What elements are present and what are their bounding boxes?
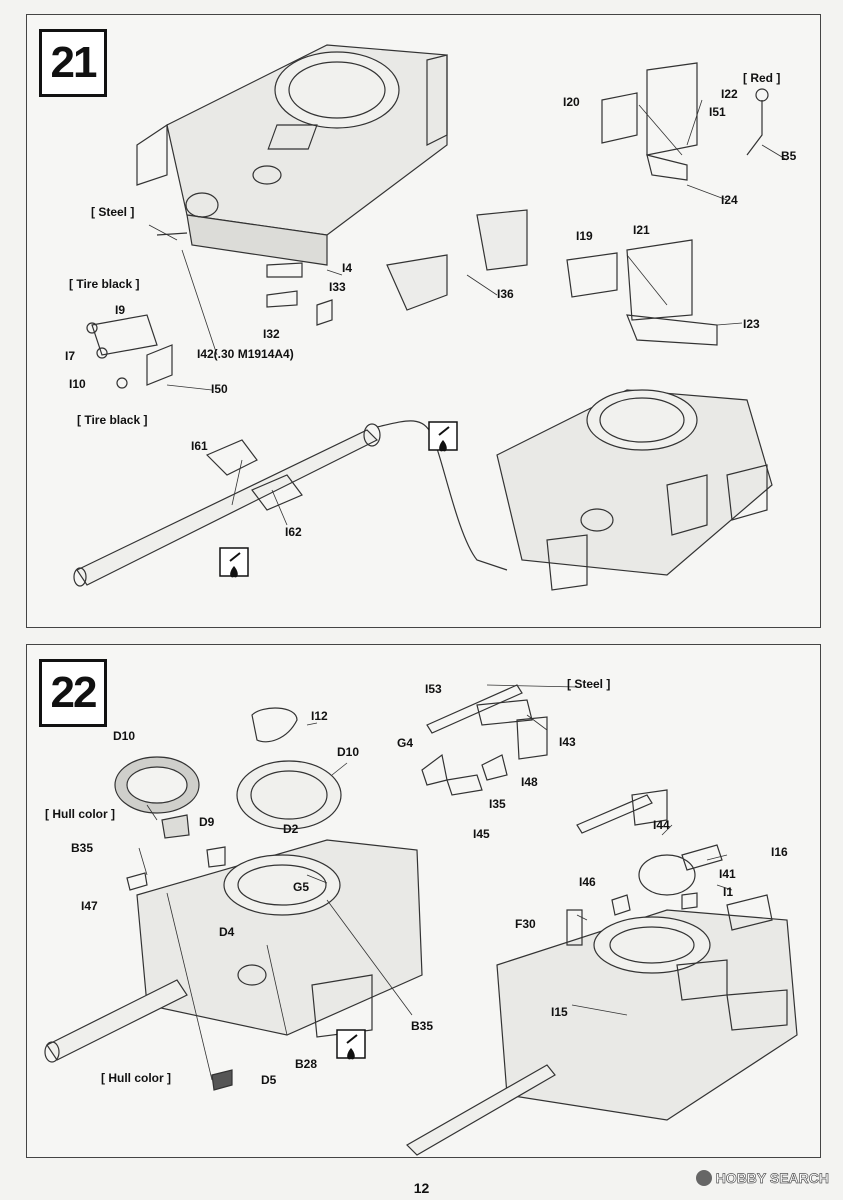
part-label: I46 bbox=[579, 875, 596, 889]
part-label: I23 bbox=[743, 317, 760, 331]
part-label: I20 bbox=[563, 95, 580, 109]
part-label: G4 bbox=[397, 736, 414, 750]
part-label: I12 bbox=[311, 709, 328, 723]
part-label: I24 bbox=[721, 193, 738, 207]
label-hull-color: [ Hull color ] bbox=[45, 807, 115, 821]
part-label: I45 bbox=[473, 827, 490, 841]
part-label: I36 bbox=[497, 287, 514, 301]
part-label: F30 bbox=[515, 917, 536, 931]
page-number: 12 bbox=[413, 1180, 430, 1196]
label-hull-color: [ Hull color ] bbox=[101, 1071, 171, 1085]
part-label: I7 bbox=[65, 349, 76, 363]
step-number: 22 bbox=[39, 659, 107, 727]
part-label: I43 bbox=[559, 735, 576, 749]
label-steel: [ Steel ] bbox=[91, 205, 135, 219]
part-label: B35 bbox=[411, 1019, 434, 1033]
label-tire-black: [ Tire black ] bbox=[77, 413, 148, 427]
step-21-illustration bbox=[73, 44, 788, 591]
part-label: D5 bbox=[261, 1073, 277, 1087]
part-label: I61 bbox=[191, 439, 208, 453]
label-steel: [ Steel ] bbox=[567, 677, 611, 691]
part-label: I48 bbox=[521, 775, 538, 789]
paint-icon-box bbox=[336, 1029, 366, 1060]
part-label: D9 bbox=[199, 815, 215, 829]
part-label: I33 bbox=[329, 280, 346, 294]
watermark: HOBBY SEARCH bbox=[695, 1170, 829, 1187]
step-22-panel: 22 bbox=[26, 644, 821, 1158]
part-label: I42(.30 M1914A4) bbox=[197, 347, 294, 361]
part-label: I51 bbox=[709, 105, 726, 119]
part-label: I62 bbox=[285, 525, 302, 539]
part-label: G5 bbox=[293, 880, 310, 894]
watermark-logo-icon bbox=[695, 1170, 712, 1186]
part-label: D10 bbox=[337, 745, 360, 759]
part-label: D4 bbox=[219, 925, 235, 939]
part-label: I19 bbox=[576, 229, 593, 243]
watermark-text: HOBBY SEARCH bbox=[715, 1170, 829, 1187]
label-red: [ Red ] bbox=[743, 71, 781, 85]
part-label: D2 bbox=[283, 822, 299, 836]
part-label: B28 bbox=[295, 1057, 318, 1071]
part-label: I9 bbox=[115, 303, 126, 317]
part-label: I47 bbox=[81, 899, 98, 913]
part-label: I4 bbox=[342, 261, 353, 275]
part-label: I22 bbox=[721, 87, 738, 101]
part-label: B5 bbox=[781, 149, 797, 163]
part-label: I16 bbox=[771, 845, 788, 859]
part-label: I50 bbox=[211, 382, 228, 396]
step-21-panel: 21 bbox=[26, 14, 821, 628]
part-label: I41 bbox=[719, 867, 736, 881]
step-number: 21 bbox=[39, 29, 107, 97]
part-label: D10 bbox=[113, 729, 136, 743]
part-label: B35 bbox=[71, 841, 94, 855]
part-label: I1 bbox=[723, 885, 734, 899]
part-label: I53 bbox=[425, 682, 442, 696]
label-tire-black: [ Tire black ] bbox=[69, 277, 140, 291]
part-label: I15 bbox=[551, 1005, 568, 1019]
part-label: I35 bbox=[489, 797, 506, 811]
paint-icon-box bbox=[219, 421, 458, 578]
part-label: I32 bbox=[263, 327, 280, 341]
part-label: I44 bbox=[653, 818, 670, 832]
part-label: I10 bbox=[69, 377, 86, 391]
part-label: I21 bbox=[633, 223, 650, 237]
step-22-illustration bbox=[44, 684, 798, 1156]
